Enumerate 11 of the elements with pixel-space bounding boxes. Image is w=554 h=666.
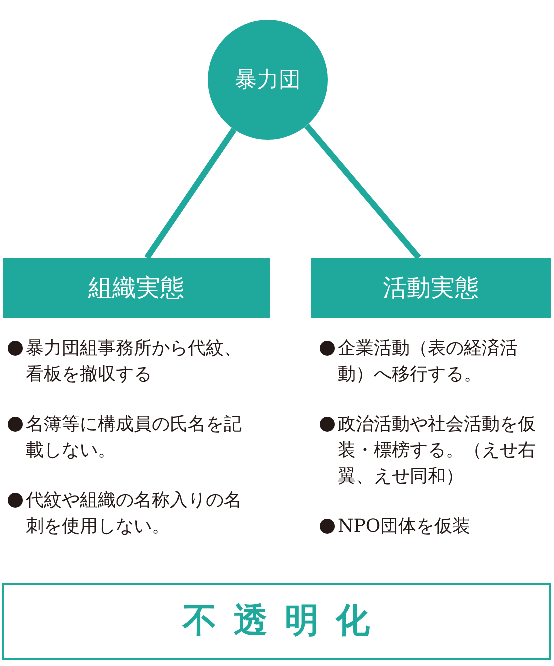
- bullet-text: 名簿等に構成員の氏名を記載しない。: [26, 413, 243, 463]
- category-box: 組織実態: [3, 258, 270, 318]
- bullet-text: 代紋や組織の名称入りの名刺を使用しない。: [26, 489, 243, 539]
- connector-line: [144, 128, 237, 260]
- bullet-text: 政治活動や社会活動を仮装・標榜する。（えせ右翼、えせ同和）: [338, 413, 537, 489]
- category-box: 活動実態: [311, 258, 551, 318]
- bullet-text: 企業活動（表の経済活動）へ移行する。: [338, 337, 519, 387]
- result-box: 不透明化: [2, 583, 551, 660]
- bullet-text: NPO団体を仮装: [338, 515, 471, 539]
- bullet-text: 暴力団組事務所から代紋、看板を撤収する: [26, 337, 243, 387]
- connector-line: [304, 124, 422, 260]
